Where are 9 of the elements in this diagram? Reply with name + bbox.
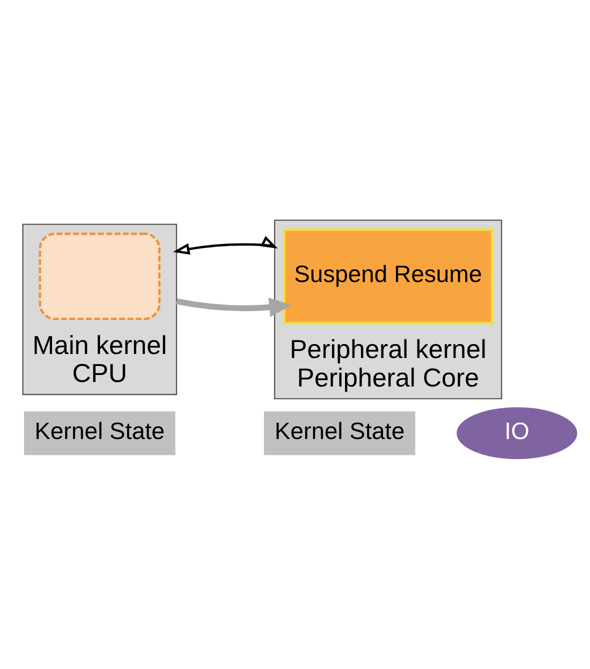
node-ellipse: IO (456, 407, 578, 460)
arrow (173, 236, 278, 255)
node-box: Kernel State (24, 411, 176, 456)
node-box: Suspend Resume (282, 228, 494, 324)
node-box: Kernel State (264, 411, 416, 456)
node-label: CPU (72, 358, 128, 388)
arrow (176, 298, 292, 317)
node-box (38, 232, 161, 320)
node-label: Peripheral Core (297, 362, 480, 392)
